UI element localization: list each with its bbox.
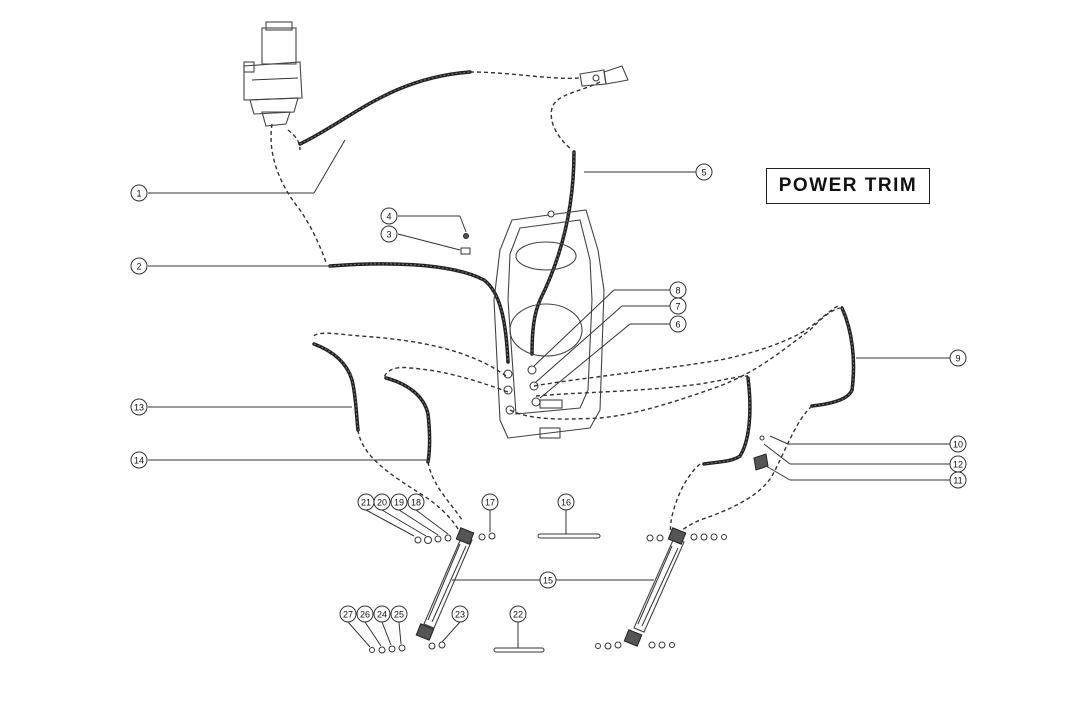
callout-13: 13 bbox=[130, 398, 148, 416]
callouts: 1 2 3 4 5 6 7 8 9 10 11 12 13 14 15 16 1… bbox=[130, 163, 967, 623]
svg-text:8: 8 bbox=[675, 286, 680, 296]
svg-text:2: 2 bbox=[136, 262, 141, 272]
callout-25: 25 bbox=[390, 605, 408, 623]
svg-text:22: 22 bbox=[513, 610, 523, 620]
callout-12: 12 bbox=[949, 455, 967, 473]
callout-15: 15 bbox=[539, 571, 557, 589]
callout-23: 23 bbox=[451, 605, 469, 623]
pin-22 bbox=[493, 647, 545, 653]
svg-text:20: 20 bbox=[377, 498, 387, 508]
callout-7: 7 bbox=[669, 297, 687, 315]
svg-text:27: 27 bbox=[343, 610, 353, 620]
callout-6: 6 bbox=[669, 315, 687, 333]
callout-26: 26 bbox=[356, 605, 374, 623]
svg-text:4: 4 bbox=[386, 212, 391, 222]
part-11 bbox=[753, 453, 769, 471]
svg-text:14: 14 bbox=[134, 456, 144, 466]
svg-text:13: 13 bbox=[134, 403, 144, 413]
svg-text:1: 1 bbox=[136, 189, 141, 199]
svg-text:6: 6 bbox=[675, 320, 680, 330]
callout-16: 16 bbox=[557, 493, 575, 511]
callout-10: 10 bbox=[949, 435, 967, 453]
svg-text:18: 18 bbox=[411, 498, 421, 508]
part-3 bbox=[460, 247, 471, 255]
svg-text:21: 21 bbox=[361, 498, 371, 508]
part-12 bbox=[759, 435, 765, 441]
svg-text:19: 19 bbox=[394, 498, 404, 508]
callout-3: 3 bbox=[380, 225, 398, 243]
trim-pump-motor bbox=[243, 21, 303, 127]
diagram-title: POWER TRIM bbox=[766, 168, 930, 204]
pin-16 bbox=[537, 533, 601, 539]
svg-text:17: 17 bbox=[485, 498, 495, 508]
svg-text:10: 10 bbox=[953, 440, 963, 450]
callout-19: 19 bbox=[390, 493, 408, 511]
leader-lines bbox=[148, 139, 950, 648]
svg-text:15: 15 bbox=[543, 576, 553, 586]
callout-14: 14 bbox=[130, 451, 148, 469]
callout-5: 5 bbox=[695, 163, 713, 181]
part-4 bbox=[463, 233, 469, 239]
trim-cylinder-right bbox=[595, 527, 727, 650]
svg-text:23: 23 bbox=[455, 610, 465, 620]
svg-text:11: 11 bbox=[953, 476, 962, 486]
svg-text:7: 7 bbox=[675, 302, 680, 312]
svg-text:26: 26 bbox=[360, 610, 370, 620]
trim-cylinder-left bbox=[369, 527, 496, 654]
svg-text:24: 24 bbox=[377, 610, 387, 620]
svg-text:5: 5 bbox=[701, 168, 706, 178]
callout-27: 27 bbox=[339, 605, 357, 623]
callout-1: 1 bbox=[130, 184, 148, 202]
callout-17: 17 bbox=[481, 493, 499, 511]
callout-18: 18 bbox=[407, 493, 425, 511]
manifold-fittings bbox=[503, 365, 541, 415]
callout-11: 11 bbox=[949, 471, 967, 489]
svg-text:16: 16 bbox=[561, 498, 571, 508]
callout-2: 2 bbox=[130, 257, 148, 275]
callout-8: 8 bbox=[669, 281, 687, 299]
callout-20: 20 bbox=[373, 493, 391, 511]
transom-bracket bbox=[493, 209, 605, 439]
callout-21: 21 bbox=[357, 493, 375, 511]
callout-22: 22 bbox=[509, 605, 527, 623]
svg-text:25: 25 bbox=[394, 610, 404, 620]
svg-text:3: 3 bbox=[386, 230, 391, 240]
svg-text:9: 9 bbox=[955, 354, 960, 364]
svg-text:12: 12 bbox=[953, 460, 963, 470]
callout-9: 9 bbox=[949, 349, 967, 367]
callout-24: 24 bbox=[373, 605, 391, 623]
callout-4: 4 bbox=[380, 207, 398, 225]
